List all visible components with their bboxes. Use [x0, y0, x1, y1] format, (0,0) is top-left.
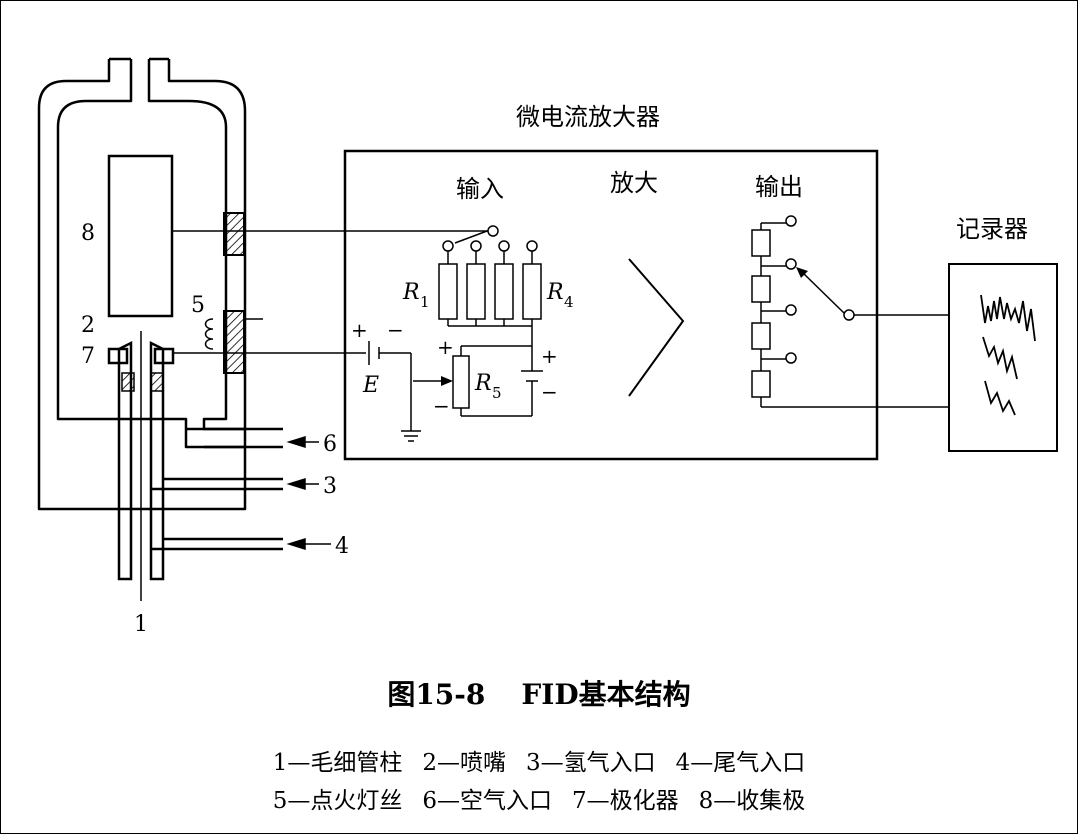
legend-item: 3—氢气入口: [526, 750, 656, 776]
r5-subscript: 5: [492, 384, 502, 402]
r1-subscript: 1: [420, 293, 430, 311]
callout-2: 2: [81, 313, 95, 338]
collector-electrode: [107, 154, 174, 318]
supply-minus: −: [541, 380, 558, 404]
legend-item: 8—收集极: [698, 788, 806, 814]
polarizer-ring-right: [153, 347, 175, 365]
capillary-tube-left: [117, 340, 133, 581]
input-switch-contacts: [442, 225, 538, 252]
insulator-top: [223, 212, 245, 256]
ignition-filament: [204, 318, 214, 350]
detector-outer-wall: [37, 59, 247, 511]
amplify-label: 放大: [610, 169, 658, 197]
input-resistor-bank: [438, 230, 542, 346]
legend-item: 6—空气入口: [422, 788, 552, 814]
output-label: 输出: [755, 173, 803, 201]
callout-6: 6: [323, 432, 337, 457]
recorder-box: [948, 263, 1058, 452]
figure-title: FID基本结构: [521, 678, 691, 711]
legend-item: 2—喷嘴: [422, 750, 506, 776]
r5-minus: −: [433, 394, 450, 418]
r4-subscript: 4: [564, 293, 574, 311]
battery-minus: −: [387, 318, 404, 342]
callout-4: 4: [335, 534, 349, 559]
polarizer-ring-left: [107, 347, 129, 365]
figure-number: 图15-8: [387, 678, 486, 711]
legend-item: 5—点火灯丝: [272, 788, 403, 814]
battery-plus: +: [351, 318, 368, 342]
output-switch-contacts: [785, 215, 855, 364]
legend-line-2: 5—点火灯丝 6—空气入口 7—极化器 8—收集极: [1, 781, 1077, 815]
detector-inner-wall: [56, 59, 245, 449]
r5-label: R: [474, 371, 492, 396]
amplifier-box: [343, 149, 879, 461]
amplify-symbol: [628, 258, 685, 397]
callout-1: 1: [134, 612, 148, 637]
supply-plus: +: [541, 344, 558, 368]
r4-label: R: [546, 280, 564, 305]
legend-line-1: 1—毛细管柱 2—喷嘴 3—氢气入口 4—尾气入口: [1, 743, 1077, 777]
legend-item: 1—毛细管柱: [272, 750, 403, 776]
callout-5: 5: [191, 293, 205, 318]
legend-item: 7—极化器: [572, 788, 679, 814]
figure-caption: 图15-8 FID基本结构: [1, 673, 1077, 713]
r1-label: R: [402, 280, 420, 305]
recorder-trace: [980, 294, 1036, 416]
recorder-label: 记录器: [956, 215, 1028, 243]
input-label: 输入: [456, 175, 504, 203]
amplifier-title: 微电流放大器: [516, 103, 660, 131]
callout-8: 8: [81, 221, 95, 246]
e-label: E: [362, 373, 379, 398]
insulator-middle: [223, 310, 245, 374]
output-attenuator: [751, 222, 949, 408]
potentiometer-r5: [452, 355, 470, 409]
callout-7: 7: [81, 344, 95, 369]
r5-plus: +: [437, 335, 454, 359]
callout-3: 3: [323, 474, 337, 499]
legend-item: 4—尾气入口: [675, 750, 806, 776]
